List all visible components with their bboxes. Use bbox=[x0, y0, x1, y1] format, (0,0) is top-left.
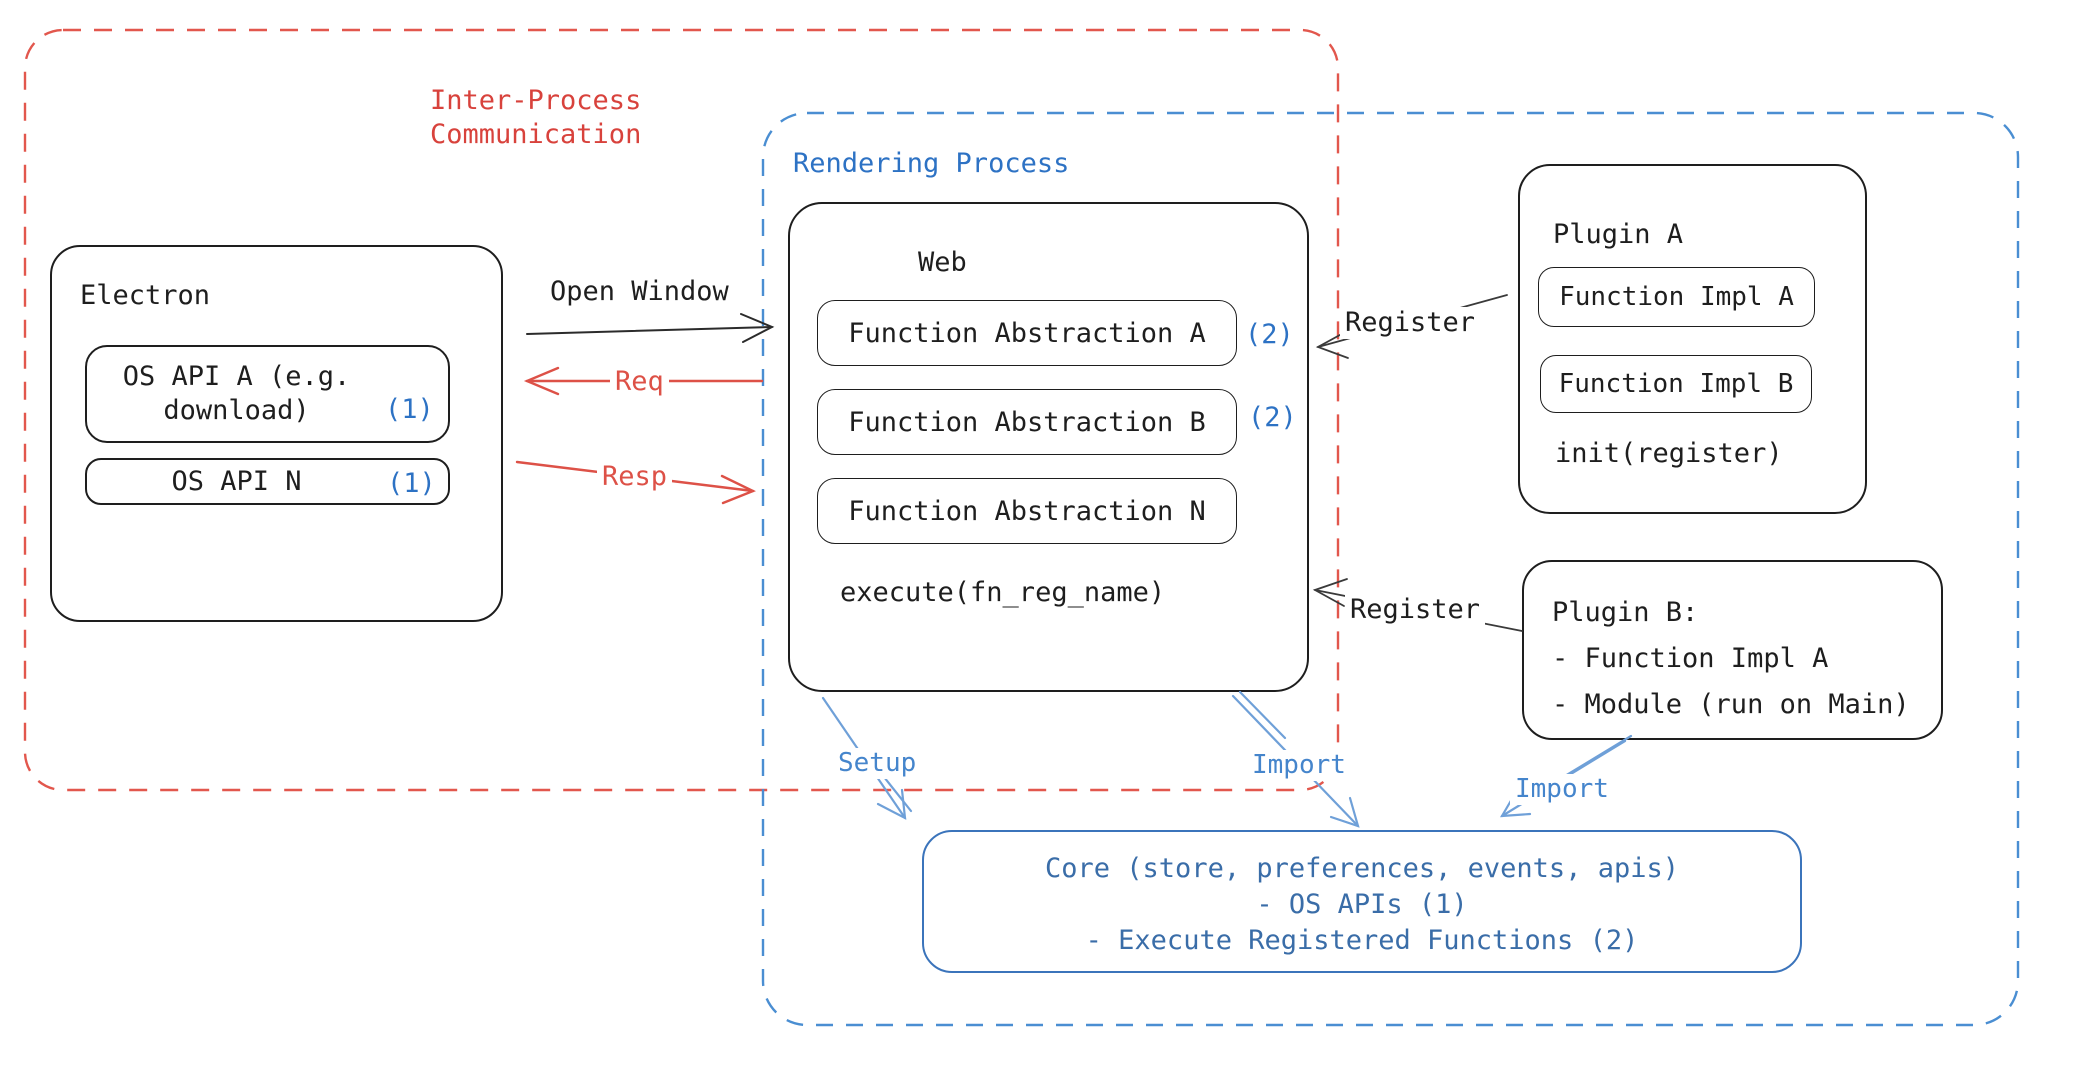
function-impl-b-label: Function Impl B bbox=[1558, 369, 1794, 399]
function-abstraction-b-node: Function Abstraction B bbox=[817, 389, 1237, 455]
core-text: Core (store, preferences, events, apis) -… bbox=[922, 851, 1802, 959]
plugin-b-line1: Plugin B: bbox=[1552, 597, 1699, 628]
os-api-n-label: OS API N bbox=[171, 466, 302, 497]
core-line2: - OS APIs (1) bbox=[1256, 889, 1468, 920]
plugin-a-title: Plugin A bbox=[1553, 219, 1684, 250]
ipc-title-line1: Inter-Process bbox=[430, 85, 642, 116]
init-register-label: init(register) bbox=[1555, 438, 1783, 469]
web-title: Web bbox=[918, 247, 967, 278]
import-plugin-label: Import bbox=[1510, 774, 1614, 806]
ipc-title-line2: Communication bbox=[430, 119, 642, 150]
plugin-b-line2: - Function Impl A bbox=[1552, 643, 1829, 674]
plugin-b-line3: - Module (run on Main) bbox=[1552, 689, 1910, 720]
function-abstraction-n-node: Function Abstraction N bbox=[817, 478, 1237, 544]
plugin-b-text: Plugin B: - Function Impl A - Module (run … bbox=[1552, 590, 1910, 728]
os-api-a-badge: (1) bbox=[385, 394, 434, 425]
import-web-label: Import bbox=[1247, 750, 1351, 782]
function-impl-b-node: Function Impl B bbox=[1540, 355, 1812, 413]
function-abstraction-b-badge: (2) bbox=[1248, 402, 1297, 433]
function-abstraction-a-badge: (2) bbox=[1245, 319, 1294, 350]
function-abstraction-n-label: Function Abstraction N bbox=[848, 495, 1206, 527]
electron-title: Electron bbox=[80, 280, 211, 311]
os-api-a-line2: download) bbox=[163, 395, 310, 426]
req-label: Req bbox=[610, 366, 669, 399]
setup-label: Setup bbox=[833, 748, 922, 780]
register-plugin-a-label: Register bbox=[1340, 307, 1481, 340]
os-api-a-line1: OS API A (e.g. bbox=[122, 361, 351, 392]
core-line1: Core (store, preferences, events, apis) bbox=[1045, 853, 1679, 884]
os-api-n-badge: (1) bbox=[387, 468, 436, 499]
function-abstraction-b-label: Function Abstraction B bbox=[848, 406, 1206, 438]
execute-label: execute(fn_reg_name) bbox=[840, 577, 1166, 608]
open-window-label: Open Window bbox=[550, 276, 729, 307]
function-impl-a-node: Function Impl A bbox=[1538, 267, 1815, 327]
function-impl-a-label: Function Impl A bbox=[1559, 282, 1794, 312]
function-abstraction-a-node: Function Abstraction A bbox=[817, 300, 1237, 366]
open-window-arrow bbox=[526, 313, 775, 343]
register-plugin-b-label: Register bbox=[1345, 594, 1486, 627]
rendering-process-title: Rendering Process bbox=[793, 148, 1070, 179]
core-line3: - Execute Registered Functions (2) bbox=[1085, 925, 1639, 956]
function-abstraction-a-label: Function Abstraction A bbox=[848, 317, 1206, 349]
resp-label: Resp bbox=[597, 461, 673, 494]
